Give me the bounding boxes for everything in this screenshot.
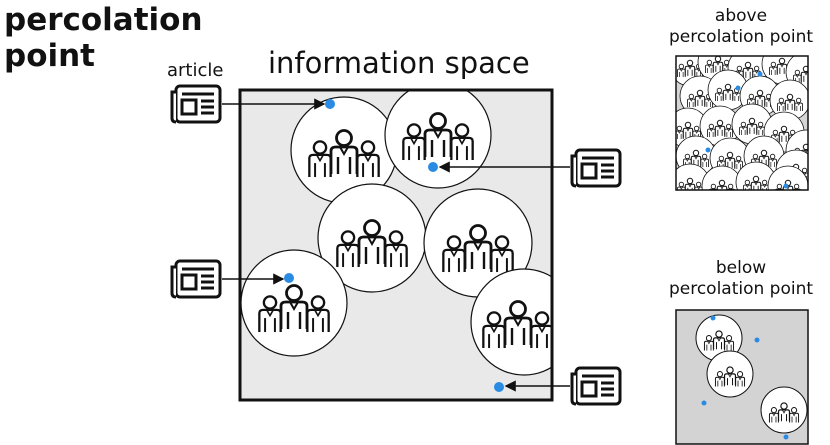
below-percolation-label: below percolation point (668, 258, 814, 299)
article-dot (428, 162, 438, 172)
article-label: article (167, 60, 224, 81)
team-circle (384, 90, 492, 189)
above-percolation-box (675, 55, 809, 191)
page-title: percolation point (4, 2, 203, 74)
newspaper-icon (170, 84, 222, 124)
newspaper-icon (570, 366, 622, 406)
newspaper-icon (170, 259, 222, 299)
information-space-label: information space (268, 46, 530, 80)
above-percolation-label: above percolation point (668, 6, 814, 47)
article-dot (325, 99, 335, 109)
article-dot (284, 273, 294, 283)
newspaper-icon (570, 148, 622, 188)
article-dot (494, 382, 504, 392)
below-percolation-box (675, 309, 809, 445)
team-circle (240, 249, 348, 357)
team-circle (470, 268, 552, 376)
